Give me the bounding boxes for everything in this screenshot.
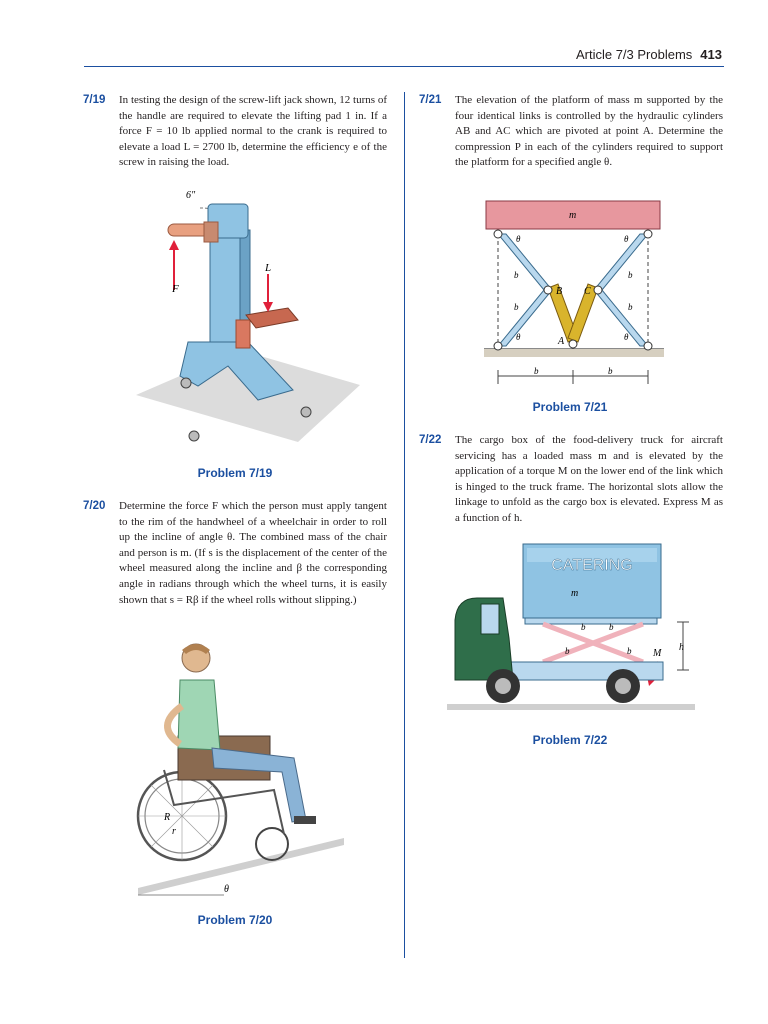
label-b-top-right: b: [609, 622, 614, 632]
problem-7-19: 7/19 In testing the design of the screw-…: [83, 93, 387, 171]
running-head: Article 7/3 Problems: [575, 47, 693, 62]
page-header: Article 7/3 Problems 413: [84, 44, 724, 67]
problem-number: 7/22: [419, 434, 442, 446]
label-force-F: F: [171, 283, 179, 295]
caption-7-19: Problem 7/19: [197, 466, 273, 480]
problem-text: The cargo box of the food-delivery truck…: [455, 434, 723, 524]
problem-7-21: 7/21 The elevation of the platform of ma…: [419, 93, 723, 171]
label-b-span-right: b: [608, 366, 613, 376]
label-theta: θ: [224, 884, 229, 895]
caption-7-20: Problem 7/20: [197, 913, 273, 927]
problem-number: 7/20: [83, 500, 106, 512]
label-crank-length: 6″: [186, 190, 196, 201]
label-b-bottom-left: b: [565, 646, 570, 656]
label-mass-m: m: [571, 588, 578, 599]
caption-7-21: Problem 7/21: [532, 400, 608, 414]
figure-catering-truck: CATERING m b b b b M h: [447, 538, 697, 720]
label-b-upper-left: b: [514, 270, 519, 280]
problem-number: 7/21: [419, 94, 442, 106]
label-torque-M: M: [652, 648, 662, 659]
label-point-B: B: [556, 286, 562, 297]
label-height-h: h: [679, 642, 684, 653]
figure-platform-linkage: m θ θ θ θ b b b b B C A b b: [478, 198, 670, 392]
label-theta-bottom-left: θ: [516, 332, 521, 342]
label-b-top-left: b: [581, 622, 586, 632]
column-divider: [404, 92, 405, 958]
label-point-A: A: [557, 336, 565, 347]
label-b-lower-left: b: [514, 302, 519, 312]
label-b-bottom-right: b: [627, 646, 632, 656]
caption-7-22: Problem 7/22: [532, 733, 608, 747]
label-R: R: [163, 812, 170, 823]
label-b-lower-right: b: [628, 302, 633, 312]
label-b-span-left: b: [534, 366, 539, 376]
problem-text: Determine the force F which the person m…: [119, 500, 387, 606]
problem-number: 7/19: [83, 94, 106, 106]
figure-screw-jack: 6″ F L: [128, 180, 368, 450]
problem-7-22: 7/22 The cargo box of the food-delivery …: [419, 433, 723, 527]
label-point-C: C: [584, 286, 591, 297]
problem-text: The elevation of the platform of mass m …: [455, 94, 723, 169]
label-theta-top-right: θ: [624, 234, 629, 244]
figure-wheelchair: θ R r: [134, 640, 354, 902]
label-theta-top-left: θ: [516, 234, 521, 244]
catering-sign: CATERING: [551, 557, 632, 574]
page-number: 413: [700, 47, 722, 62]
label-mass-m: m: [569, 210, 576, 221]
label-theta-bottom-right: θ: [624, 332, 629, 342]
label-r: r: [172, 826, 176, 837]
label-load-L: L: [264, 262, 271, 274]
label-b-upper-right: b: [628, 270, 633, 280]
problem-7-20: 7/20 Determine the force F which the per…: [83, 499, 387, 608]
problem-text: In testing the design of the screw-lift …: [119, 94, 387, 169]
